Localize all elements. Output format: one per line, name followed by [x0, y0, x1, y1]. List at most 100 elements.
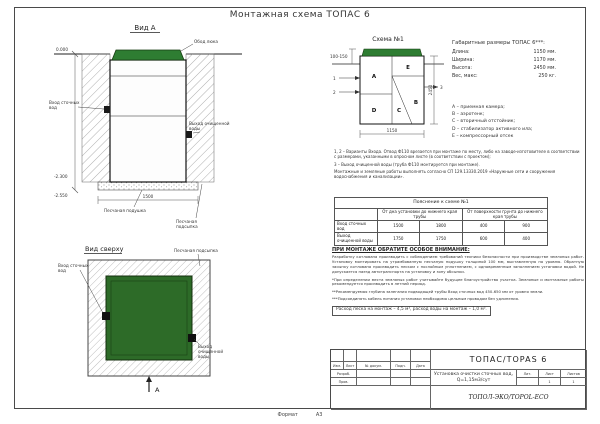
outlet-marker — [188, 334, 196, 342]
legend-item: E – компрессорный отсек — [452, 133, 514, 139]
sand-cushion-label: Песчаная подушка — [104, 208, 146, 213]
legend-item: B – аэротенк; — [452, 112, 485, 118]
sand-backfill-label-2: подсыпка — [176, 224, 198, 229]
soil-hatch-right — [185, 53, 215, 183]
compartment-legend: A – приемная камера; B – аэротенк; C – в… — [452, 104, 532, 140]
cell: 400 — [504, 232, 548, 246]
top-outlet-label-2: очищенной — [198, 349, 223, 354]
dim-value: 1150 мм. — [533, 50, 557, 55]
explanation-table: Пояснение к схеме №1 От дна установки до… — [334, 197, 549, 246]
scheme1-dim-bottom-value: 1150 — [387, 128, 398, 133]
scheme1-right-dim — [430, 55, 438, 125]
inlet-variant-1: 1 — [333, 76, 336, 81]
soil-hatch-left — [81, 53, 111, 183]
scheme1-lid — [361, 48, 423, 57]
cell: 1500 — [376, 220, 421, 234]
tb-sheets-value: 1 — [561, 378, 587, 386]
scheme1-dim-right-value: 2450 — [428, 84, 433, 95]
inlet-label: Вход сточных — [49, 100, 80, 105]
inlet-pipe — [104, 106, 110, 113]
cell: 1800 — [419, 220, 463, 234]
legend-item: D – стабилизатор активного ила; — [452, 126, 533, 132]
table-header-col2: От поверхности грунта до нижнего края тр… — [461, 207, 549, 222]
lid-top — [105, 275, 193, 361]
elevation-base: -2.550 — [54, 193, 68, 198]
outlet-pipe — [186, 131, 192, 138]
inlet-label-2: вод — [49, 105, 57, 110]
cell: 600 — [461, 232, 506, 246]
dimension-row: Длина:1150 мм. — [452, 49, 556, 57]
tb-col-izm: Изм. — [331, 362, 344, 370]
view-a: Вид А Обод люка 0.000 -2.300 -2.550 Вход… — [49, 24, 242, 229]
elevation-zero: 0.000 — [56, 47, 68, 52]
tb-empty-cell — [331, 350, 344, 362]
outlet-leader — [192, 131, 201, 134]
tank-partitions — [110, 75, 186, 117]
top-inlet-leader — [79, 269, 104, 314]
sand-cushion-leader — [133, 189, 143, 208]
tb-empty-cell — [411, 370, 431, 378]
inlet-variant-1-arrowhead — [355, 76, 360, 80]
attention-paragraph: ***Подсоединять кабель питания установки… — [332, 296, 520, 302]
tb-col-sign: Подп. — [391, 362, 411, 370]
legend-item: A – приемная камера; — [452, 105, 505, 110]
drawing-frame — [14, 7, 586, 409]
table-header-empty — [334, 207, 378, 222]
dim-value: 2450 мм. — [533, 66, 557, 71]
compartment-e: E — [406, 65, 410, 71]
sand-backfill-label: Песчаная — [176, 219, 197, 224]
compartment-b: B — [414, 100, 418, 106]
tb-sheet-label: Лист — [539, 370, 561, 378]
dimension-row: Высота:2450 мм. — [452, 65, 556, 73]
section-arrowhead — [146, 376, 152, 382]
top-inlet-label: Вход сточных — [58, 263, 89, 268]
outlet-label: Выход очищенной — [189, 121, 230, 126]
tb-empty-cell — [391, 370, 411, 378]
tb-empty-cell — [411, 378, 431, 386]
table-header-row: От дна установки до нижнего края трубы О… — [334, 207, 549, 222]
legend-item: C – вторичный отстойник; — [452, 119, 516, 125]
company-name: ТОПОЛ-ЭКО/TOPOL-ECO — [431, 386, 587, 410]
top-inlet-label-2: вод — [58, 268, 66, 273]
tank-body — [109, 59, 187, 183]
sand-cushion — [97, 181, 199, 191]
sand-consumption-note: Расход песка на монтаж – 4,5 м³, расход … — [332, 305, 491, 316]
inlet-leader — [77, 106, 105, 110]
row-label: Вход сточных вод — [334, 220, 378, 234]
tb-empty-cell — [391, 350, 411, 362]
scheme1-top-dim — [349, 48, 356, 64]
tb-empty-cell — [331, 386, 431, 410]
overall-dimensions: Габаритные размеры ТОПАС 6***: Длина:115… — [452, 40, 582, 81]
dim-value: 250 кг. — [538, 74, 556, 79]
top-outlet-leader — [193, 338, 200, 345]
sand-backfill-leader — [195, 183, 203, 219]
view-a-label: Вид А — [134, 24, 155, 32]
note-2: 3 – Выход очищенной воды (труба Ф110 мон… — [334, 161, 480, 167]
dim-label: Ширина: — [452, 58, 475, 63]
tb-empty-cell — [357, 378, 391, 386]
left-dimension-line — [71, 50, 79, 194]
top-backfill-label: Песчаная подсыпка — [174, 248, 218, 253]
format-word: Формат — [277, 412, 298, 418]
document-name-line2: Q=1,15м3/сут — [456, 377, 491, 383]
tb-lit-label: Лит. — [517, 370, 539, 378]
tb-col-date: Дата — [411, 362, 431, 370]
compartment-a: A — [372, 74, 377, 80]
format-value: А3 — [315, 412, 323, 418]
dimension-row: Вес, макс:250 кг. — [452, 73, 556, 81]
lid-callout: Обод люка — [194, 39, 218, 44]
table-row: Вход сточных вод 1500 1800 400 900 — [334, 220, 548, 234]
compartment-d: D — [372, 108, 377, 114]
inlet-variant-2: 2 — [333, 90, 336, 95]
scheme1-bottom-dim — [359, 130, 425, 138]
attention-paragraph: Разработку котлована производить с соблю… — [332, 254, 584, 275]
note-norms: Монтажные и земляные работы выполнять со… — [334, 169, 556, 179]
scheme1-partitions — [360, 56, 424, 125]
elevation-pit: -2.300 — [54, 174, 68, 179]
scheme-1: Схема №1 100-150 A B C D E 1 2 3 — [330, 36, 444, 138]
cell: 900 — [504, 220, 548, 234]
page-title: Монтажная схема ТОПАС 6 — [229, 10, 371, 20]
dim-value: 1170 мм. — [533, 58, 557, 63]
top-backfill-leader — [197, 253, 201, 267]
